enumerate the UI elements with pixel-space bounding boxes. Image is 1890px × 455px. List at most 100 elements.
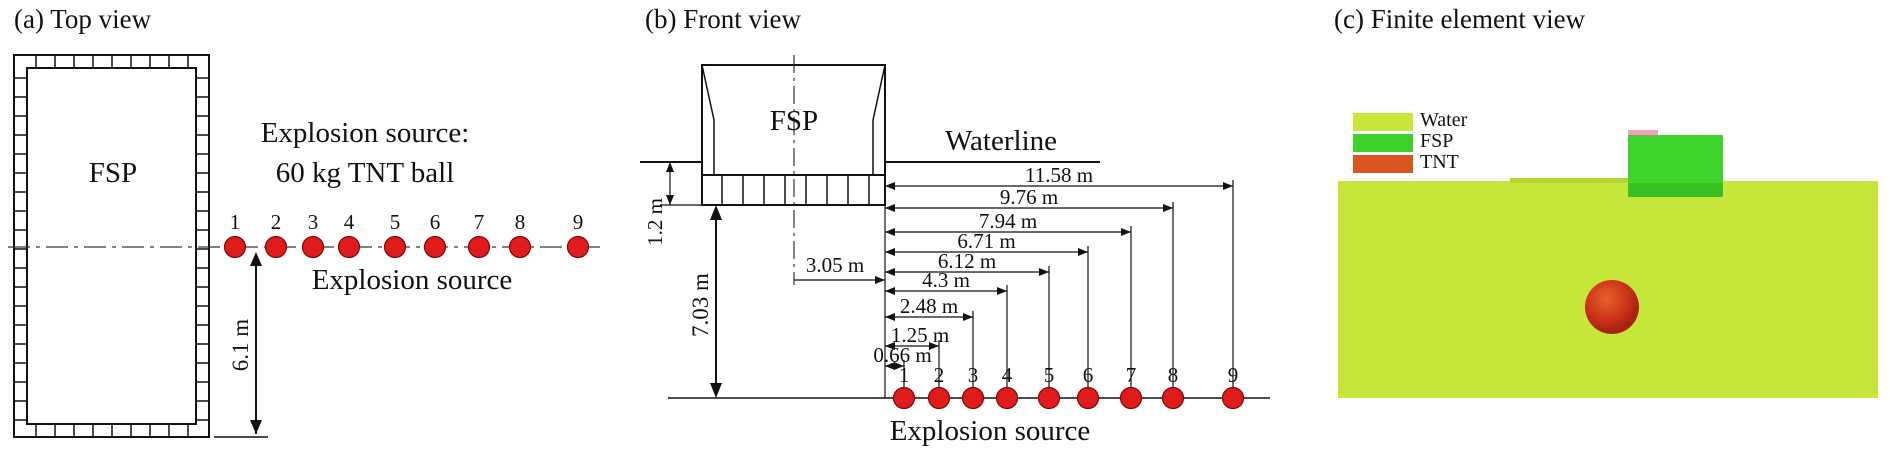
dimension-arrow-head <box>997 287 1007 295</box>
charge-number: 1 <box>899 363 910 387</box>
distance-label: 6.12 m <box>938 249 996 273</box>
depth-arrow-top <box>710 205 722 220</box>
vessel-frame-ticks <box>14 55 209 437</box>
charge-number: 5 <box>390 210 401 234</box>
draft-arrow-bottom <box>666 195 674 205</box>
panel-b-title: (b) Front view <box>645 4 801 34</box>
waterline-label: Waterline <box>945 125 1057 157</box>
charge-number: 5 <box>1044 363 1055 387</box>
legend-label: Water <box>1420 109 1468 131</box>
dimension-arrow-tail <box>885 204 895 212</box>
dimension-arrow-head <box>1078 248 1088 256</box>
charge-number: 2 <box>934 363 945 387</box>
draft-arrow-top <box>666 162 674 172</box>
explosion-charge <box>1221 386 1245 410</box>
charge-number: 6 <box>1083 363 1094 387</box>
distance-label: 9.76 m <box>1000 185 1058 209</box>
charge-number: 6 <box>430 210 441 234</box>
source-note-line2: 60 kg TNT ball <box>276 157 455 189</box>
charge-number: 3 <box>308 210 319 234</box>
explosion-charge <box>927 386 951 410</box>
explosion-charge <box>892 386 916 410</box>
explosion-charge <box>566 235 590 259</box>
dimension-arrow-tail <box>885 228 895 236</box>
dimension-arrow-tail <box>885 248 895 256</box>
top-view-diagram: FSP Explosion source: 60 kg TNT ball 1 2 3… <box>8 54 600 438</box>
dimension-arrow-tail <box>885 342 895 350</box>
explosion-charge <box>467 235 491 259</box>
fsp-model-top-edge <box>1628 130 1658 136</box>
explosion-charge <box>1119 386 1143 410</box>
distance-label: 1.25 m <box>891 323 949 347</box>
charge-number: 2 <box>271 210 282 234</box>
offset-label: 3.05 m <box>806 253 864 277</box>
dimension-arrow-tail <box>885 182 895 190</box>
charge-number: 1 <box>230 210 241 234</box>
dimension-arrow-tail <box>885 313 895 321</box>
charge-number: 4 <box>1002 363 1013 387</box>
dimension-arrow-head <box>1223 182 1233 190</box>
distance-label: 2.48 m <box>900 294 958 318</box>
height-label: 1.2 m <box>643 198 667 246</box>
explosion-charge <box>1037 386 1061 410</box>
tnt-charge-model <box>1585 280 1639 334</box>
legend-label: TNT <box>1420 151 1459 173</box>
distance-label: 6.71 m <box>957 229 1015 253</box>
dimension-arrow-head <box>963 313 973 321</box>
explosion-charge <box>961 386 985 410</box>
panel-c-title: (c) Finite element view <box>1334 4 1586 34</box>
dimension-arrow-head <box>894 362 904 370</box>
dimension-arrow-head <box>1163 204 1173 212</box>
legend-swatch <box>1353 113 1413 131</box>
charge-number: 9 <box>1228 363 1239 387</box>
charge-number: 8 <box>515 210 526 234</box>
panel-top-view: (a) Top view FSP Explosion source: 60 kg… <box>0 0 640 455</box>
charge-number: 4 <box>344 210 355 234</box>
vessel-side-right <box>872 64 886 121</box>
distance-dimensions: 0.66 m1.25 m2.48 m4.3 m6.12 m6.71 m7.94 … <box>873 163 1234 388</box>
charge-number: 7 <box>474 210 485 234</box>
charge-number: 8 <box>1168 363 1179 387</box>
explosion-charge <box>1161 386 1185 410</box>
front-view-diagram: FSP Waterline 1.2 m 7.03 m 3.05 m 0.66 m… <box>640 55 1270 447</box>
vessel-label: FSP <box>89 157 137 189</box>
charge-number: 9 <box>573 210 584 234</box>
explosion-charge <box>995 386 1019 410</box>
dimension-arrow-head <box>1039 268 1049 276</box>
distance-label: 0.66 m <box>873 343 931 367</box>
vessel-side-left <box>701 64 715 121</box>
vessel-label: FSP <box>770 105 818 137</box>
explosion-charge <box>337 235 361 259</box>
vessel-inner-deck <box>26 67 197 425</box>
distance-arrow-head-bottom <box>250 420 262 434</box>
charge-number: 3 <box>968 363 979 387</box>
explosion-charge <box>264 235 288 259</box>
explosion-charge <box>423 235 447 259</box>
depth-label: 7.03 m <box>688 273 713 337</box>
dimension-arrow-head <box>929 342 939 350</box>
vessel-outer-frame <box>13 54 210 438</box>
water-surface <box>1510 178 1670 183</box>
explosion-charge <box>301 235 325 259</box>
row-label: Explosion source <box>890 415 1091 447</box>
explosion-charge <box>223 235 247 259</box>
dimension-arrow-head <box>1121 228 1131 236</box>
explosion-charge <box>508 235 532 259</box>
source-note-line1: Explosion source: <box>261 117 470 149</box>
offset-arrow-head <box>875 276 885 284</box>
legend-swatch <box>1353 155 1413 173</box>
distance-label: 11.58 m <box>1025 163 1093 187</box>
distance-label: 7.94 m <box>979 209 1037 233</box>
pontoon-dividers <box>721 175 870 205</box>
charge-row: 1 2 3 4 5 6 7 8 9 <box>223 210 590 259</box>
charge-number: 7 <box>1126 363 1137 387</box>
dimension-arrow-tail <box>885 287 895 295</box>
dimension-arrow-tail <box>885 268 895 276</box>
explosion-charge <box>383 235 407 259</box>
finite-element-model <box>1338 130 1878 398</box>
fsp-model-pontoon <box>1628 183 1723 197</box>
legend-swatch <box>1353 134 1413 152</box>
legend-label: FSP <box>1420 130 1454 152</box>
